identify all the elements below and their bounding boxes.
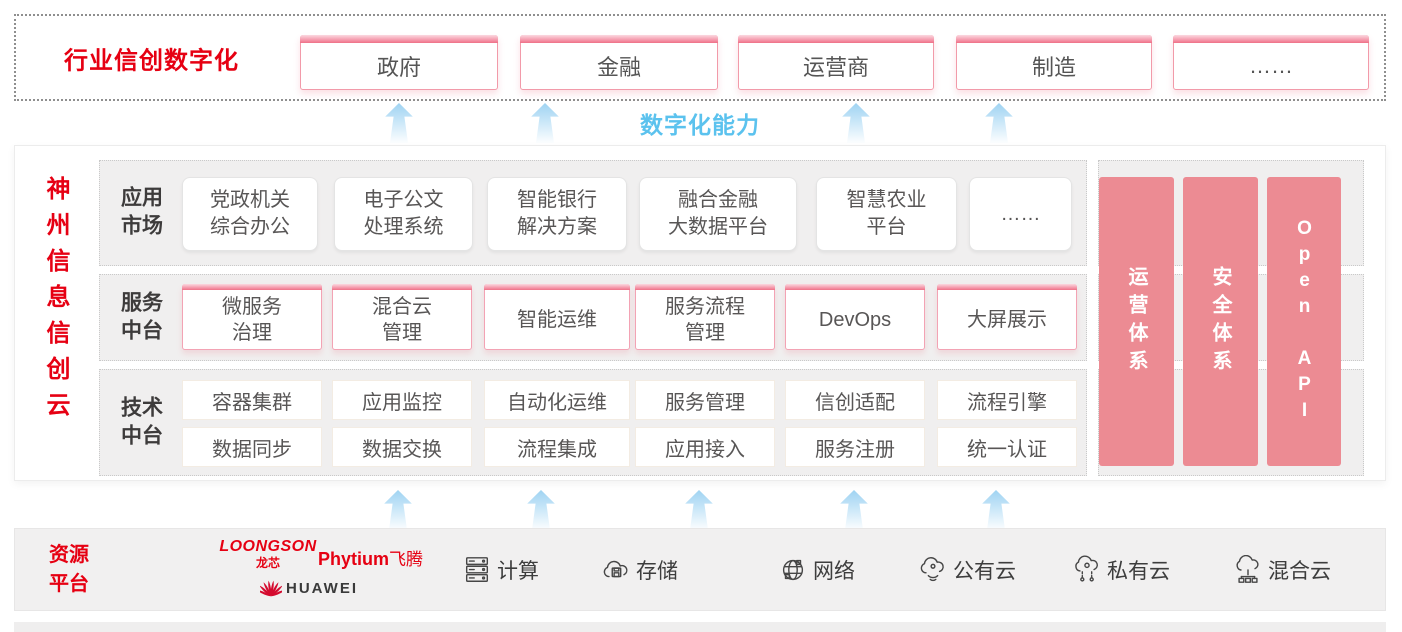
up-arrow-icon xyxy=(385,103,413,143)
industry-banner: 行业信创数字化 政府 金融 运营商 制造 …… xyxy=(14,14,1386,101)
tech-box: 服务注册 xyxy=(785,427,925,467)
service-box: 混合云管理 xyxy=(332,284,472,350)
side-title: 神州信息信创云 xyxy=(42,176,69,428)
resource-item-compute: 计算 xyxy=(462,555,539,585)
private-cloud-icon xyxy=(1075,554,1098,582)
industry-box-government: 政府 xyxy=(300,35,498,90)
tech-box: 信创适配 xyxy=(785,380,925,420)
resource-item-hybrid-cloud: 混合云 xyxy=(1233,554,1331,585)
tech-box: 自动化运维 xyxy=(484,380,630,420)
service-box: 微服务治理 xyxy=(182,284,322,350)
tech-box: 数据同步 xyxy=(182,427,322,467)
tech-box: 应用接入 xyxy=(635,427,775,467)
app-box-more: …… xyxy=(969,177,1072,251)
app-box: 电子公文处理系统 xyxy=(334,177,473,251)
industry-box-operator: 运营商 xyxy=(738,35,934,90)
app-box: 融合金融大数据平台 xyxy=(639,177,797,251)
industry-box-more: …… xyxy=(1173,35,1369,90)
resource-item-storage: 存储 xyxy=(601,555,678,585)
phytium-logo: Phytium飞腾 xyxy=(318,549,424,569)
up-arrow-icon xyxy=(685,490,713,530)
storage-icon xyxy=(603,560,628,577)
resource-platform-label: 资源 平台 xyxy=(49,543,89,595)
pillar-open-api: Open API xyxy=(1267,177,1341,466)
service-box: 大屏展示 xyxy=(937,284,1077,350)
up-arrow-icon xyxy=(840,490,868,530)
row-label-app-market: 应用 市场 xyxy=(121,186,163,238)
up-arrow-icon xyxy=(384,490,412,530)
industry-box-finance: 金融 xyxy=(520,35,718,90)
main-cloud-panel: 神州信息信创云 应用 市场 党政机关综合办公 电子公文处理系统 智能银行解决方案… xyxy=(14,145,1386,481)
app-market-row: 应用 市场 党政机关综合办公 电子公文处理系统 智能银行解决方案 融合金融大数据… xyxy=(99,160,1087,266)
tech-box: 数据交换 xyxy=(332,427,472,467)
app-box: 智慧农业平台 xyxy=(816,177,957,251)
up-arrow-icon xyxy=(531,103,559,143)
up-arrow-icon xyxy=(985,103,1013,143)
row-label-service: 服务 中台 xyxy=(121,291,163,343)
service-box: DevOps xyxy=(785,284,925,350)
bottom-strip xyxy=(14,622,1386,632)
up-arrow-icon xyxy=(527,490,555,530)
row-label-tech: 技术 中台 xyxy=(121,396,163,448)
compute-icon xyxy=(465,556,489,582)
pillar-security-system: 安全体系 xyxy=(1183,177,1258,466)
tech-box: 应用监控 xyxy=(332,380,472,420)
capability-label: 数字化能力 xyxy=(640,112,760,138)
app-box: 党政机关综合办公 xyxy=(182,177,318,251)
network-icon xyxy=(782,559,804,580)
resource-platform-panel: 资源 平台 LOONGSON 龙芯 Phytium飞腾 xyxy=(14,528,1386,611)
industry-box-manufacturing: 制造 xyxy=(956,35,1152,90)
resource-item-private-cloud: 私有云 xyxy=(1072,554,1170,585)
up-arrow-icon xyxy=(842,103,870,143)
tech-platform-row: 技术 中台 容器集群 应用监控 自动化运维 服务管理 信创适配 流程引擎 数据同… xyxy=(99,369,1087,476)
loongson-logo: LOONGSON 龙芯 xyxy=(219,538,317,570)
tech-box: 统一认证 xyxy=(937,427,1077,467)
resource-item-public-cloud: 公有云 xyxy=(918,555,1016,585)
tech-box: 流程集成 xyxy=(484,427,630,467)
huawei-logo: HUAWEI xyxy=(260,578,358,598)
hybrid-cloud-icon xyxy=(1236,554,1259,583)
banner-title: 行业信创数字化 xyxy=(64,47,239,74)
service-platform-row: 服务 中台 微服务治理 混合云管理 智能运维 服务流程管理 DevOps 大屏展… xyxy=(99,274,1087,361)
tech-box: 容器集群 xyxy=(182,380,322,420)
tech-box: 服务管理 xyxy=(635,380,775,420)
service-box: 服务流程管理 xyxy=(635,284,775,350)
public-cloud-icon xyxy=(920,556,944,581)
app-box: 智能银行解决方案 xyxy=(487,177,627,251)
pillar-operation-system: 运营体系 xyxy=(1099,177,1174,466)
huawei-flower-icon xyxy=(260,580,282,597)
service-box: 智能运维 xyxy=(484,284,630,350)
up-arrow-icon xyxy=(982,490,1010,530)
tech-box: 流程引擎 xyxy=(937,380,1077,420)
resource-item-network: 网络 xyxy=(778,555,855,585)
